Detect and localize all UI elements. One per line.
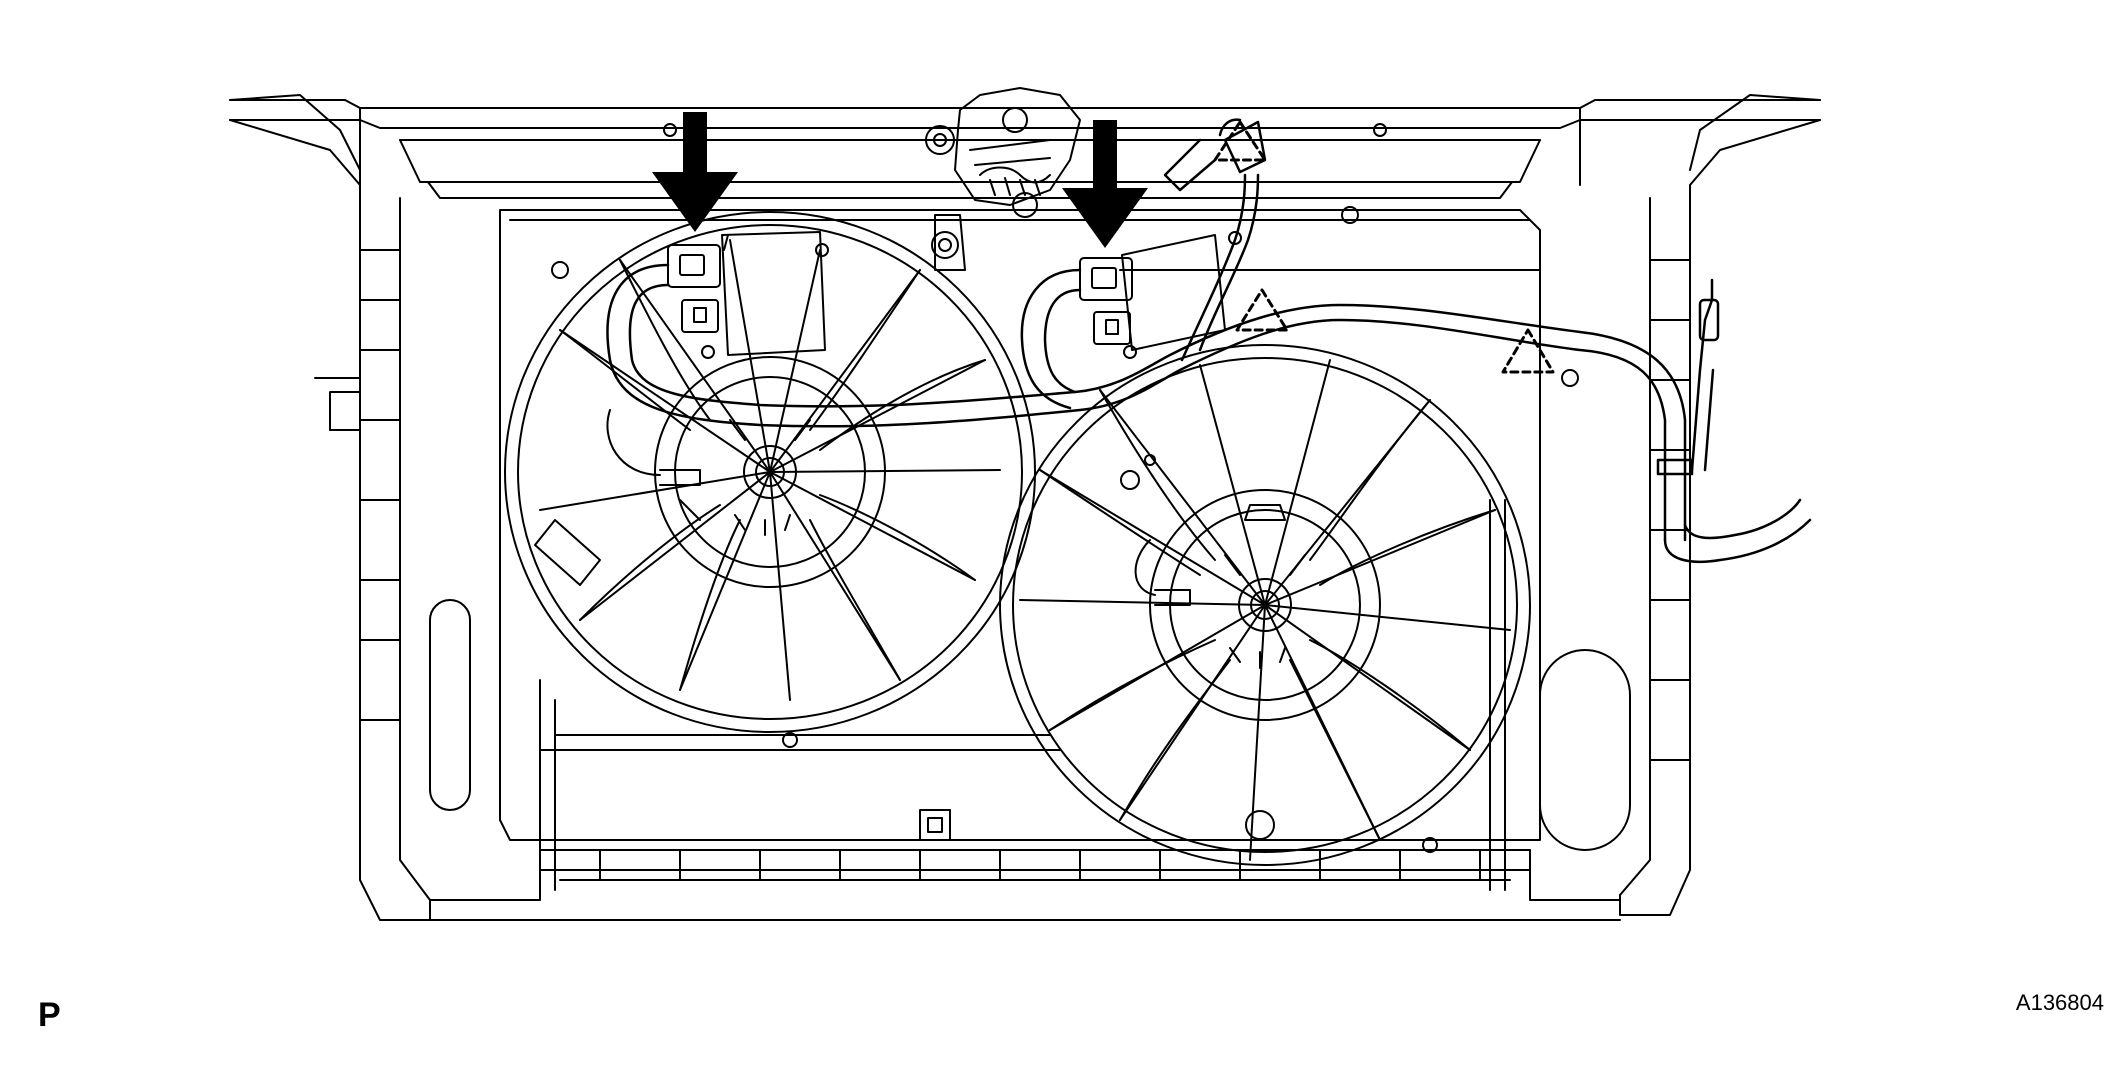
radiator-support-frame xyxy=(229,94,1821,921)
right-fan-connector xyxy=(1079,257,1133,345)
left-fan xyxy=(539,239,1001,701)
clamp-triangle-icon xyxy=(1235,288,1289,332)
down-arrow-icon xyxy=(1062,120,1148,248)
left-fan-motor xyxy=(654,356,886,588)
wire-harness xyxy=(606,118,1812,564)
fan-controller-left xyxy=(701,231,829,359)
clamp-triangle-icon xyxy=(1213,120,1267,162)
left-fan-connector xyxy=(667,244,721,333)
right-fan-motor xyxy=(1149,489,1381,721)
right-fan xyxy=(1019,359,1511,861)
clamp-triangle-icon xyxy=(1501,328,1555,374)
figure-id: A136804 xyxy=(2015,990,2104,1015)
down-arrow-icon xyxy=(652,112,738,232)
hood-latch xyxy=(925,87,1081,271)
view-label: P xyxy=(38,996,61,1034)
fan-shroud xyxy=(504,211,1541,891)
